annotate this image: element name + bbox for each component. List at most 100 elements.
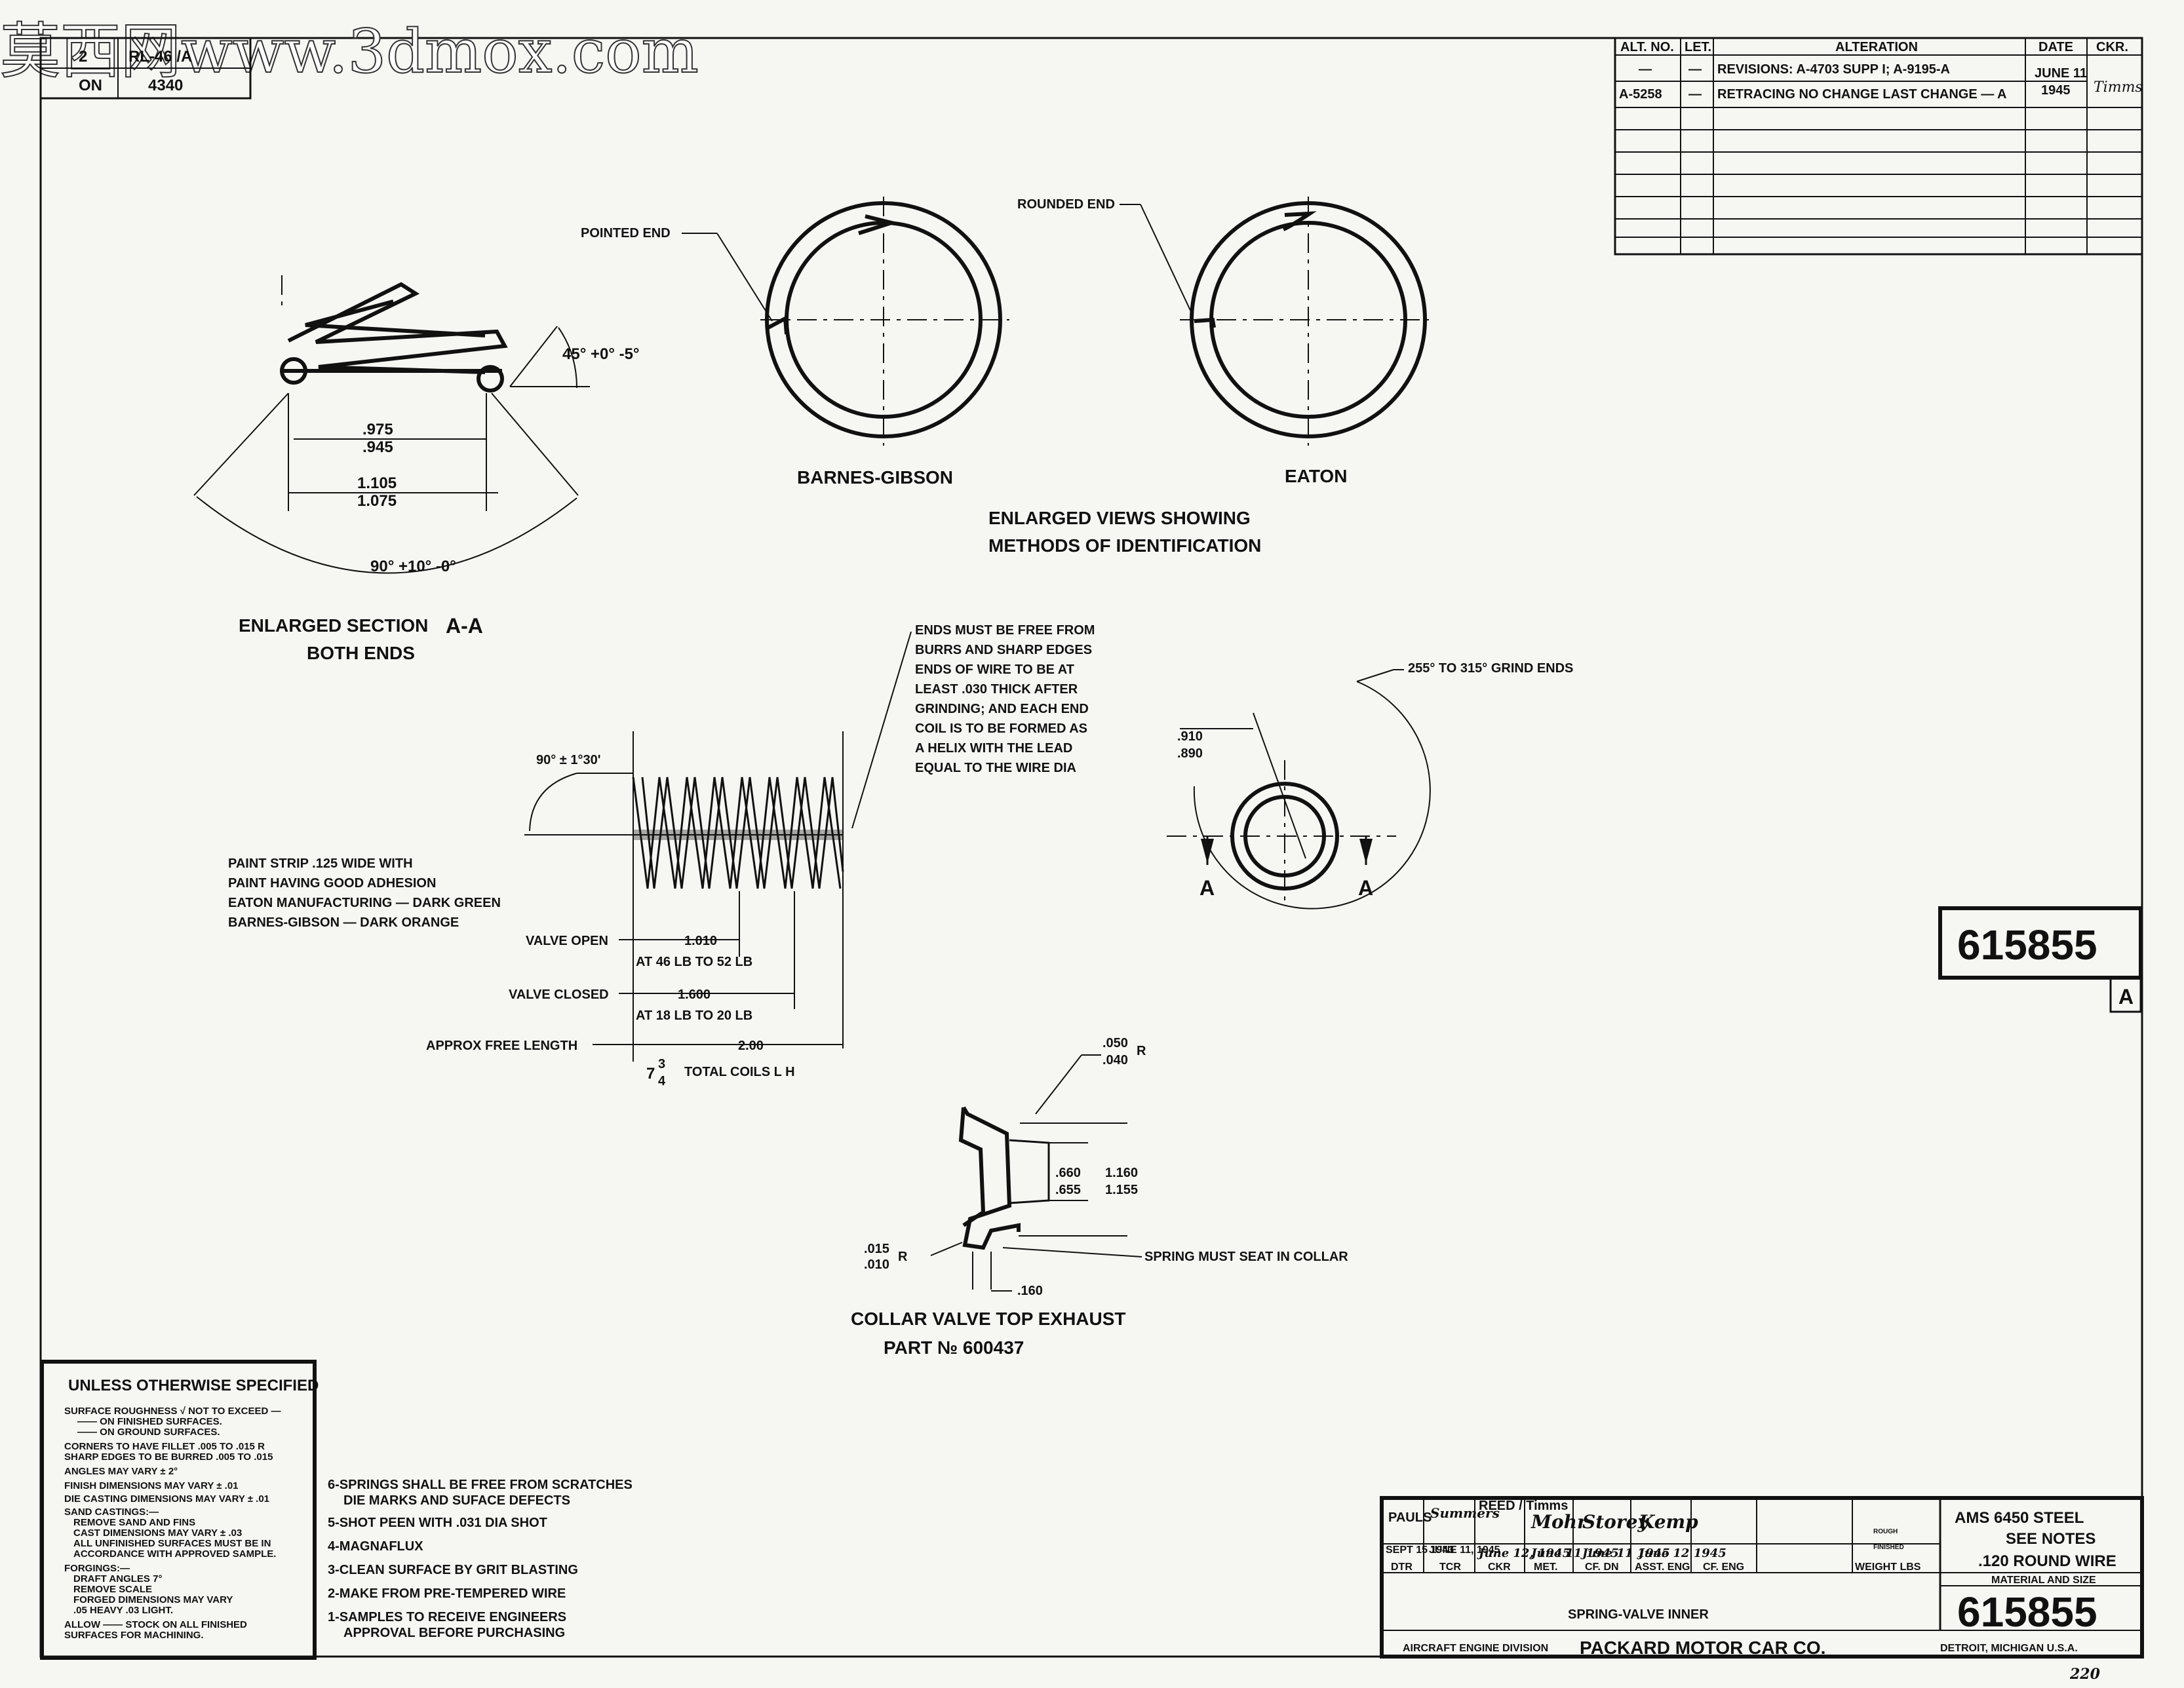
collar-small-r-top: .015 [864,1242,889,1256]
tb-part-name: SPRING-VALVE INNER [1568,1607,1709,1622]
rev-header-date: DATE [2038,40,2073,54]
numbered-note-6: 2-MAKE FROM PRE-TEMPERED WIRE [328,1586,566,1601]
general-note-18: .05 HEAVY .03 LIGHT. [73,1605,173,1616]
rev-header-alt: ALT. NO. [1620,40,1674,54]
tb-finished: FINISHED [1873,1544,1904,1551]
tb-role-dtr: DTR [1391,1562,1413,1573]
numbered-note-5: 3-CLEAN SURFACE BY GRIT BLASTING [328,1563,578,1577]
end-dia-top: .910 [1177,729,1203,744]
tb-role-weight: WEIGHT LBS [1855,1562,1921,1573]
rev-row2-alt: A-5258 [1619,87,1662,102]
general-note-3: —— ON GROUND SURFACES. [77,1427,220,1438]
tb-sig-asst: Kemp [1638,1511,1698,1533]
collar-r-top: .050 [1102,1036,1128,1050]
rev-row2-alteration: RETRACING NO CHANGE LAST CHANGE — A [1717,87,2006,102]
tb-material-1: AMS 6450 STEEL [1955,1509,2084,1527]
tb-date-asst: June 12 1945 [1637,1546,1726,1560]
corner-reference-box: 2 RL-46 /A ON 4340 [39,37,252,100]
general-note-7: FINISH DIMENSIONS MAY VARY ± .01 [64,1480,239,1491]
tb-date-tcr: JUNE 11, 1945 [1429,1544,1500,1556]
general-note-1: SURFACE ROUGHNESS √ NOT TO EXCEED — [64,1406,281,1417]
tb-date-ckr: June 12, 1945 [1477,1546,1570,1560]
general-note-12: ALL UNFINISHED SURFACES MUST BE IN [73,1538,271,1549]
corner-row1-right: RL-46 /A [128,48,192,66]
tb-role-met: MET. [1534,1562,1557,1573]
general-note-6: ANGLES MAY VARY ± 2° [64,1466,178,1477]
spring-end-view: 255° TO 315° GRIND ENDS .910 .890 A A [1167,661,1573,910]
rev-row1-alt: — [1639,62,1652,77]
rev-header-let: LET. [1685,40,1711,54]
tb-role-asst: ASST. ENG [1635,1562,1690,1573]
paint-note-3: EATON MANUFACTURING — DARK GREEN [228,896,501,910]
tb-sig-met: Mohr [1531,1511,1588,1533]
general-note-5: SHARP EDGES TO BE BURRED .005 TO .015 [64,1451,273,1463]
title-block: PAULS Summers REED / Timms Mohr Storey K… [1380,1496,2144,1683]
coils-whole: 7 [646,1065,655,1083]
id-caption-1: ENLARGED VIEWS SHOWING [988,508,1251,528]
general-note-8: DIE CASTING DIMENSIONS MAY VARY ± .01 [64,1493,269,1505]
tb-sig-cfdn: Storey [1582,1511,1649,1533]
tb-sig-dtr: PAULS [1388,1510,1432,1525]
collar-small-r-suffix: R [898,1250,908,1264]
corner-row2-left: ON [79,77,102,94]
collar-title: COLLAR VALVE TOP EXHAUST [851,1309,1126,1329]
paint-note-4: BARNES-GIBSON — DARK ORANGE [228,915,459,930]
sec-dim-inner-bot: .945 [362,438,393,456]
valve-closed-label: VALVE CLOSED [509,988,609,1002]
paint-note-2: PAINT HAVING GOOD ADHESION [228,876,436,891]
ends-note-line-2: BURRS AND SHARP EDGES [915,643,1092,657]
collar-part: PART № 600437 [884,1337,1024,1358]
tb-role-ckr: CKR [1488,1562,1511,1573]
free-length-val: 2.00 [738,1039,764,1053]
tb-date-dtr: SEPT 15 1943 [1386,1544,1454,1556]
corner-row1-left: 2 [79,48,87,66]
ends-note-line-3: ENDS OF WIRE TO BE AT [915,662,1074,677]
tb-role-cfdn: CF. DN [1585,1562,1619,1573]
tb-sheet-mark: 220 [2069,1666,2101,1683]
sec-title-suffix: A-A [446,614,483,638]
valve-closed-len: 1.600 [678,988,711,1002]
rev-row1-let: — [1688,62,1702,77]
general-note-17: FORGED DIMENSIONS MAY VARY [73,1594,233,1605]
general-note-16: REMOVE SCALE [73,1584,152,1595]
sec-dim-outer-top: 1.105 [357,474,397,492]
valve-open-load: AT 46 LB TO 52 LB [636,955,752,969]
coils-den: 4 [658,1074,666,1088]
ends-note-line-8: EQUAL TO THE WIRE DIA [915,761,1076,775]
tb-role-cfeng: CF. ENG [1703,1562,1744,1573]
general-note-19: ALLOW —— STOCK ON ALL FINISHED [64,1619,247,1630]
collar-bore-bot: .655 [1055,1183,1081,1197]
end-dia-bot: .890 [1177,746,1203,761]
sec-angle-45: 45° +0° -5° [562,345,640,363]
collar-seat-note: SPRING MUST SEAT IN COLLAR [1144,1250,1348,1264]
corner-row2-right: 4340 [148,77,183,94]
collar-od-top: 1.160 [1105,1166,1138,1180]
rev-row1-ckr: Timms [2094,79,2143,96]
general-note-9: SAND CASTINGS:— [64,1506,159,1518]
sec-dim-inner-top: .975 [362,421,393,438]
tb-role-tcr: TCR [1439,1562,1461,1573]
ends-note: ENDS MUST BE FREE FROM BURRS AND SHARP E… [851,623,1095,829]
general-note-20: SURFACES FOR MACHINING. [64,1630,204,1641]
general-note-13: ACCORDANCE WITH APPROVED SAMPLE. [73,1548,276,1560]
section-mark-right: A [1358,876,1373,900]
tb-part-number: 615855 [1957,1588,2097,1636]
numbered-note-3: 5-SHOT PEEN WITH .031 DIA SHOT [328,1516,547,1530]
numbered-note-1: 6-SPRINGS SHALL BE FREE FROM SCRATCHES [328,1478,633,1492]
part-number-side: 615855 [1957,921,2097,969]
ends-note-line-6: COIL IS TO BE FORMED AS [915,721,1087,736]
sec-dim-outer-bot: 1.075 [357,492,397,510]
sec-title: ENLARGED SECTION [239,615,428,636]
section-mark-left: A [1199,876,1215,900]
ends-note-line-5: GRINDING; AND EACH END [915,702,1089,716]
barnes-gibson-label: BARNES-GIBSON [797,467,953,488]
tb-company: PACKARD MOTOR CAR CO. [1580,1638,1825,1658]
ends-note-line-7: A HELIX WITH THE LEAD [915,741,1072,756]
numbered-note-7: 1-SAMPLES TO RECEIVE ENGINEERS [328,1610,566,1624]
coils-text: TOTAL COILS L H [684,1065,795,1079]
rev-row1-alteration: REVISIONS: A-4703 SUPP I; A-9195-A [1717,62,1950,77]
general-note-4: CORNERS TO HAVE FILLET .005 TO .015 R [64,1441,265,1452]
rev-row2-let: — [1688,87,1702,102]
watermark: 莫西网www.3dmox.com [0,16,699,86]
identification-views: POINTED END ROUNDED END BARNES-GIBSON EA… [581,197,1429,556]
